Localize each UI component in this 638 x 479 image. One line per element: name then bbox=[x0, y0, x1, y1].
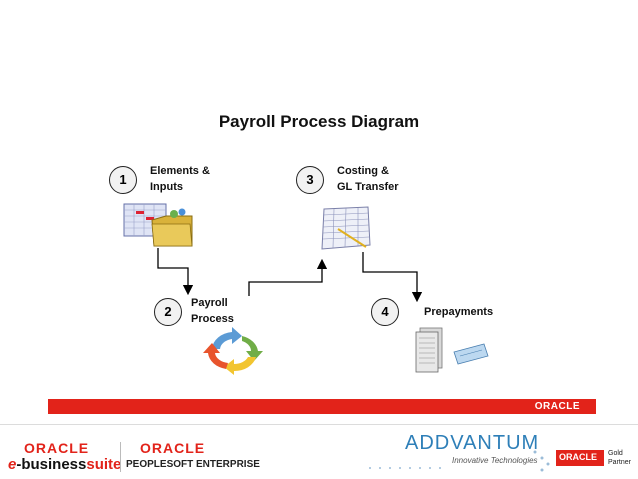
folder-spreadsheet-icon bbox=[123, 203, 193, 247]
diagram-title: Payroll Process Diagram bbox=[218, 112, 420, 131]
footer-bar bbox=[0, 424, 638, 479]
banner-oracle-logo: ORACLE bbox=[534, 401, 580, 412]
oracle-ebs-logo: ORACLE bbox=[24, 440, 90, 456]
partner-oracle-logo: ORACLE bbox=[559, 452, 597, 462]
step-4-label: Prepayments bbox=[424, 306, 494, 318]
partner-logo-box bbox=[556, 450, 604, 466]
step-3-number: 3 bbox=[296, 166, 324, 194]
arrow-3-to-4 bbox=[362, 252, 423, 303]
step-3-label: Costing & GL Transfer bbox=[337, 165, 399, 193]
cycle-arrows-icon bbox=[203, 327, 263, 375]
documents-check-icon bbox=[415, 327, 489, 373]
step-4-number: 4 bbox=[371, 298, 399, 326]
footer-divider bbox=[120, 442, 121, 472]
oracle-peoplesoft-logo: ORACLE bbox=[140, 440, 206, 456]
step-2-label: Payroll Process bbox=[191, 297, 234, 325]
addvantum-tagline: Innovative Technologies bbox=[452, 456, 538, 465]
arrow-1-to-2 bbox=[157, 248, 194, 296]
dotted-decoration bbox=[369, 450, 550, 472]
red-banner bbox=[48, 399, 596, 414]
addvantum-logo: ADDVANTUM bbox=[405, 432, 540, 454]
gold-partner-label: Gold Partner bbox=[608, 450, 631, 466]
step-1-label: Elements & Inputs bbox=[150, 165, 210, 193]
ledger-sheet-icon bbox=[321, 206, 371, 250]
step-1-number: 1 bbox=[109, 166, 137, 194]
step-2-number: 2 bbox=[154, 298, 182, 326]
arrow-2-to-3 bbox=[248, 258, 328, 296]
peoplesoft-enterprise-label: PEOPLESOFT ENTERPRISE bbox=[126, 459, 260, 470]
ebusiness-suite-logo: e-businesssuite bbox=[8, 456, 122, 473]
